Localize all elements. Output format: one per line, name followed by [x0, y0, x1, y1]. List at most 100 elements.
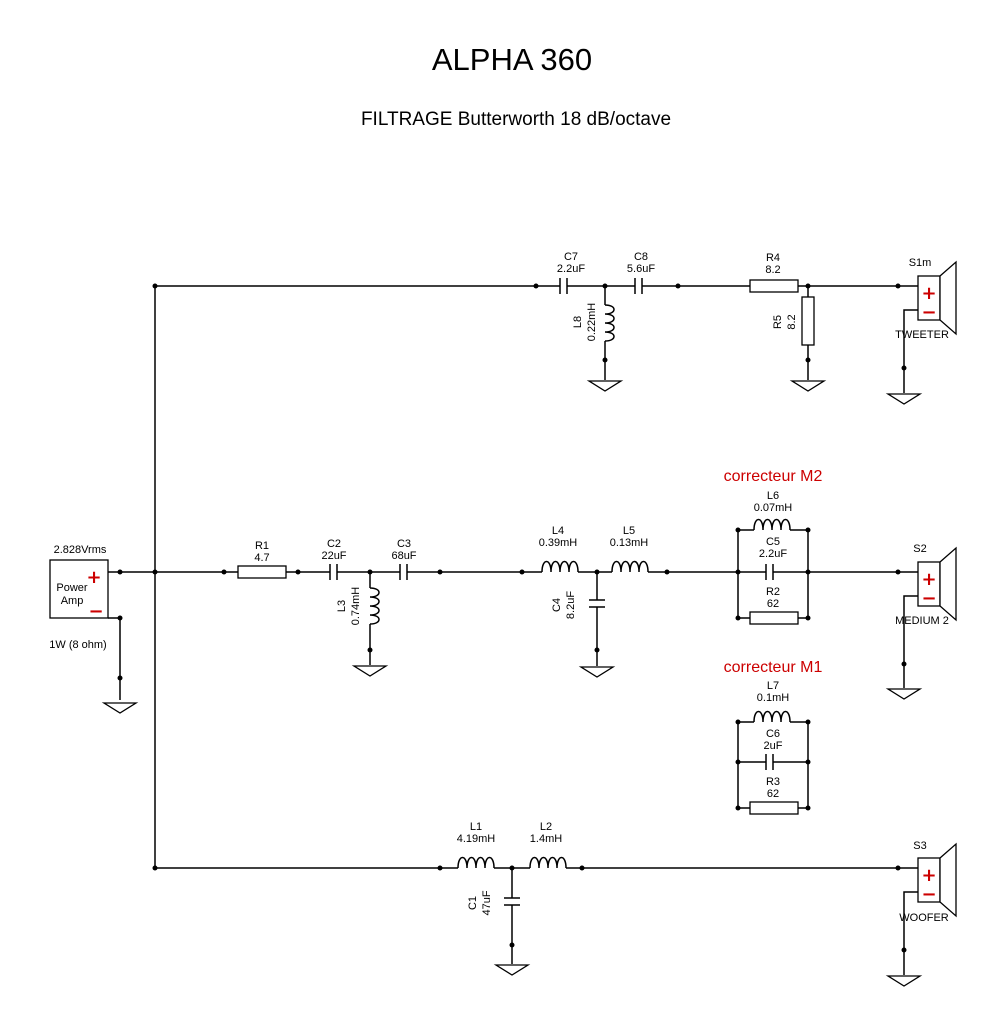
r2-value: 62	[767, 598, 779, 610]
l8-name: L8	[572, 316, 584, 328]
capacitor-c2	[329, 564, 338, 580]
capacitor-c3	[399, 564, 408, 580]
woofer-label: WOOFER	[899, 912, 949, 924]
inductor-l4	[541, 560, 579, 573]
tweeter-branch: C7 2.2uF C8 5.6uF R4 8.2 L8 0.22mH R5 8.…	[155, 251, 923, 405]
page-subtitle: FILTRAGE Butterworth 18 dB/octave	[361, 109, 671, 130]
c8-value: 5.6uF	[627, 263, 655, 275]
ground-symbol	[885, 975, 923, 987]
inductor-l5	[611, 560, 649, 573]
ground-symbol	[586, 380, 624, 392]
speaker-woofer-cone	[939, 842, 957, 918]
c1-name: C1	[467, 896, 479, 910]
capacitor-c7	[559, 278, 568, 294]
c2-value: 22uF	[321, 550, 346, 562]
speaker-medium: + − S2 MEDIUM 2	[885, 543, 957, 700]
c6-value: 2uF	[764, 740, 783, 752]
amp-wiring	[101, 283, 158, 871]
power-amp: 2.828Vrms Power Amp + − 1W (8 ohm)	[49, 544, 109, 651]
l3-name: L3	[336, 600, 348, 612]
l8-value: 0.22mH	[586, 303, 598, 342]
r2-name: R2	[766, 586, 780, 598]
speaker-tweeter: + − S1m TWEETER	[895, 257, 957, 341]
capacitor-c4	[589, 599, 605, 608]
c3-name: C3	[397, 538, 411, 550]
inductor-l7	[753, 710, 791, 723]
c5-value: 2.2uF	[759, 548, 787, 560]
tweeter-label: TWEETER	[895, 329, 949, 341]
woofer-plus-sign: +	[921, 865, 936, 886]
l7-value: 0.1mH	[757, 692, 789, 704]
amp-voltage: 2.828Vrms	[54, 544, 107, 556]
l5-name: L5	[623, 525, 635, 537]
ground-symbol	[493, 964, 531, 976]
l2-name: L2	[540, 821, 552, 833]
speaker-woofer: + − S3 WOOFER	[885, 840, 957, 987]
resistor-r3	[749, 801, 799, 815]
medium-branch: R1 4.7 C2 22uF C3 68uF L3 0.74mH L4 0.39…	[155, 525, 738, 678]
l6-value: 0.07mH	[754, 502, 793, 514]
c6-name: C6	[766, 728, 780, 740]
capacitor-c5	[765, 564, 774, 580]
ground-symbol	[101, 702, 139, 714]
correcteur-m1-title: correcteur M1	[724, 659, 823, 676]
r1-name: R1	[255, 540, 269, 552]
inductor-l3	[369, 587, 380, 625]
tweeter-minus-sign: −	[921, 302, 936, 323]
c4-value: 8.2uF	[565, 591, 577, 619]
c3-value: 68uF	[391, 550, 416, 562]
page-title: ALPHA 360	[432, 42, 592, 77]
l3-value: 0.74mH	[350, 587, 362, 626]
r5-name: R5	[772, 315, 784, 329]
capacitor-c8	[634, 278, 643, 294]
r4-value: 8.2	[765, 264, 780, 276]
ground-symbol	[351, 665, 389, 677]
c4-name: C4	[551, 598, 563, 612]
l5-value: 0.13mH	[610, 537, 649, 549]
c7-name: C7	[564, 251, 578, 263]
inductor-l6	[753, 518, 791, 531]
tweeter-plus-sign: +	[921, 283, 936, 304]
r3-name: R3	[766, 776, 780, 788]
medium-minus-sign: −	[921, 588, 936, 609]
r1-value: 4.7	[254, 552, 269, 564]
r5-value: 8.2	[786, 314, 798, 329]
l1-name: L1	[470, 821, 482, 833]
inductor-l8	[604, 304, 615, 342]
amp-plus-sign: +	[86, 567, 101, 588]
ground-symbol	[789, 380, 827, 392]
medium-plus-sign: +	[921, 569, 936, 590]
ground-symbol	[885, 393, 923, 405]
speaker-medium-cone	[939, 546, 957, 622]
l4-value: 0.39mH	[539, 537, 578, 549]
woofer-branch: L1 4.19mH L2 1.4mH C1 47uF	[155, 821, 918, 976]
correcteur-m2: correcteur M2 L6 0.07mH C5 2.2uF R2 62	[724, 468, 918, 625]
inductor-l2	[529, 856, 567, 869]
amp-label-power: Power	[56, 582, 88, 594]
amp-minus-sign: −	[88, 601, 103, 622]
r3-value: 62	[767, 788, 779, 800]
power-amp-box	[49, 559, 109, 619]
l2-value: 1.4mH	[530, 833, 562, 845]
resistor-r2	[749, 611, 799, 625]
c7-value: 2.2uF	[557, 263, 585, 275]
correcteur-m1: correcteur M1 L7 0.1mH C6 2uF R3 62	[724, 659, 823, 815]
resistor-r5	[801, 296, 815, 346]
l6-name: L6	[767, 490, 779, 502]
l1-value: 4.19mH	[457, 833, 496, 845]
amp-power: 1W (8 ohm)	[49, 639, 106, 651]
resistor-r4	[749, 279, 799, 293]
capacitor-c1	[504, 897, 520, 906]
r4-name: R4	[766, 252, 780, 264]
medium-ref: S2	[913, 543, 926, 555]
c2-name: C2	[327, 538, 341, 550]
amp-label-amp: Amp	[61, 595, 84, 607]
l7-name: L7	[767, 680, 779, 692]
woofer-minus-sign: −	[921, 884, 936, 905]
ground-symbol	[885, 688, 923, 700]
ground-symbol	[578, 666, 616, 678]
c1-value: 47uF	[481, 890, 493, 915]
capacitor-c6	[765, 754, 774, 770]
correcteur-m2-title: correcteur M2	[724, 468, 823, 485]
